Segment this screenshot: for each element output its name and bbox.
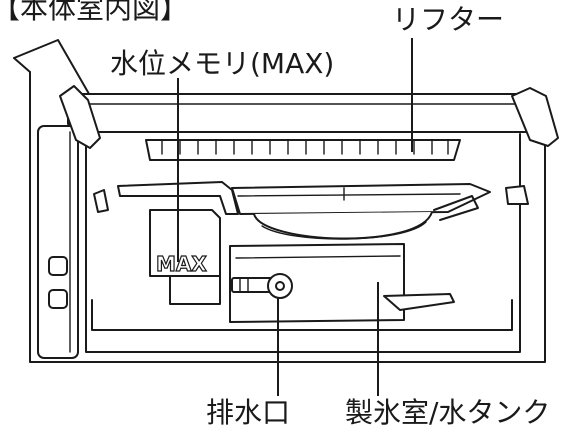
drain-plug — [231, 273, 293, 299]
ice-room-label: 製氷室/水タンク — [345, 396, 550, 429]
side-button-lower[interactable] — [48, 289, 68, 309]
diagram-title: 【本体室内図】 — [0, 0, 188, 25]
side-button-upper[interactable] — [48, 256, 68, 276]
lifter — [59, 85, 559, 161]
ice-room-tank — [229, 243, 455, 323]
max-mark: MAX — [156, 252, 207, 276]
water-level-label: 水位メモリ(MAX) — [110, 47, 334, 80]
water-level-block: MAX — [149, 209, 221, 305]
ice-basket — [93, 181, 529, 240]
drain-label: 排水口 — [206, 396, 290, 429]
lifter-comb-teeth — [161, 139, 449, 155]
lifter-label: リフター — [392, 3, 504, 36]
